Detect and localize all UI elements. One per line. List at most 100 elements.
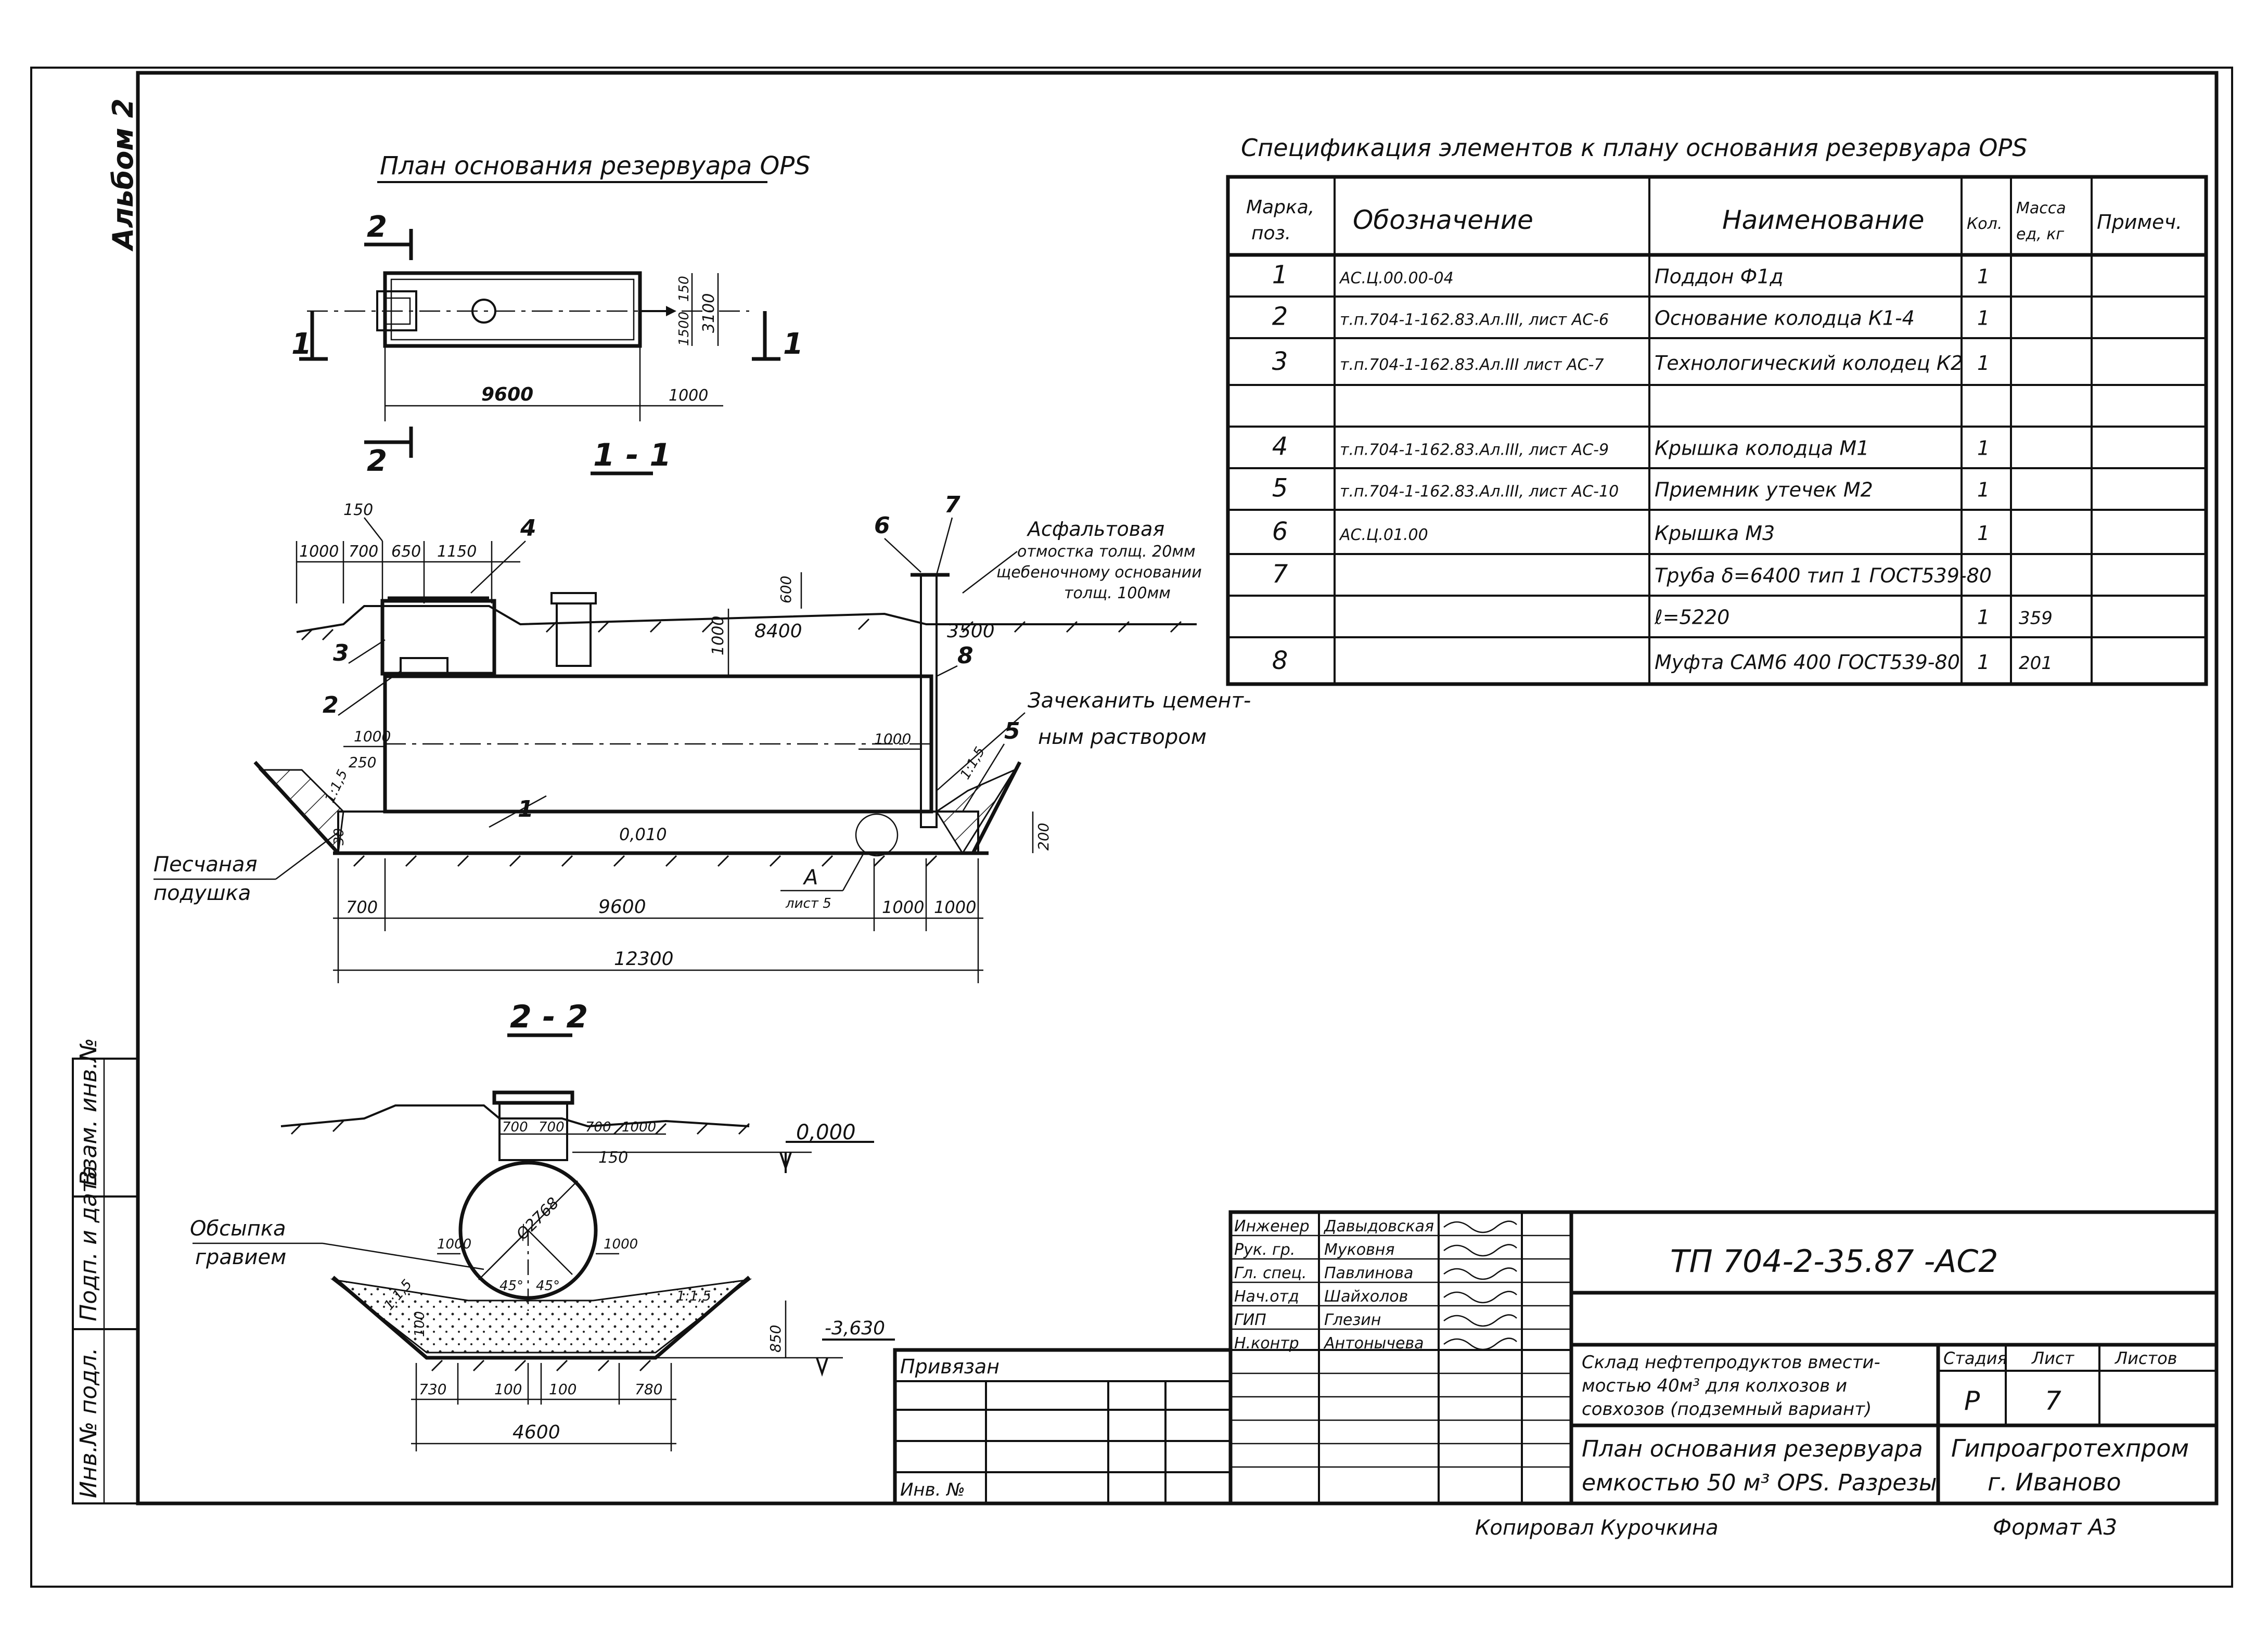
- privyazan-inv: Инв. №: [900, 1479, 965, 1500]
- s22-topdim-1: 700: [539, 1120, 565, 1135]
- s11-asphalt-3: толщ. 100мм: [1064, 584, 1171, 602]
- s11-botdim-1: 9600: [598, 896, 646, 918]
- s22-total: 4600: [512, 1422, 560, 1443]
- signature-role: Рук. гр.: [1234, 1241, 1295, 1259]
- signature-name: Шайхолов: [1324, 1288, 1408, 1306]
- sheet-value: 7: [2045, 1386, 2061, 1416]
- s11-total: 12300: [614, 948, 674, 970]
- signature-role: Нач.отд: [1234, 1288, 1299, 1306]
- s11-mark-200: 200: [1035, 823, 1052, 851]
- spec-cell-mark: 5: [1272, 473, 1288, 503]
- album-label: Альбом 2: [107, 98, 139, 252]
- spec-cell-designation: т.п.704-1-162.83.Ал.III лист АС-7: [1340, 356, 1604, 374]
- signature-name: Павлинова: [1324, 1264, 1413, 1282]
- spec-cell-mark: 8: [1272, 646, 1288, 675]
- s22-gravel-0: Обсыпка: [190, 1217, 286, 1241]
- spec-cell-designation: АС.Ц.01.00: [1339, 526, 1428, 544]
- spec-cell-qty: 1: [1977, 306, 1990, 329]
- signature-name: Антонычева: [1323, 1334, 1424, 1353]
- s22-d850: 850: [767, 1325, 784, 1353]
- spec-cell-designation: т.п.704-1-162.83.Ал.III, лист АС-9: [1340, 441, 1609, 459]
- project-name-2: совхозов (подземный вариант): [1582, 1399, 1872, 1420]
- stamp-podp: Подп. и дата: [75, 1165, 102, 1321]
- inner-frame: [136, 71, 2219, 1506]
- s11-callout-2: 2: [323, 692, 339, 718]
- s22-botdim-1: 100: [494, 1381, 522, 1398]
- plan-cut2-bottom: 2: [367, 444, 387, 478]
- s11-sand-1: подушка: [153, 881, 251, 905]
- s11-botdim-2: 1000: [882, 897, 924, 917]
- s22-d100: 100: [412, 1311, 428, 1337]
- copied-by: Копировал Курочкина: [1475, 1516, 1719, 1540]
- plan-view: План основания резервуара OPS 2 2 1 1 96…: [291, 151, 811, 478]
- s22-slope-1: 1:1,5: [676, 1289, 711, 1304]
- s11-callout-3: 3: [333, 640, 349, 666]
- s11-botdim-3: 1000: [934, 897, 976, 917]
- plan-cut2-top: 2: [367, 210, 387, 244]
- spec-cell-mark: 4: [1272, 432, 1288, 461]
- signature-name: Глезин: [1324, 1311, 1381, 1329]
- section-2-2: 2 - 2 Ø2768 45° 45° 700 700 7: [190, 999, 895, 1451]
- spec-head-qty: Кол.: [1967, 215, 2002, 233]
- s11-callout-7: 7: [944, 492, 960, 518]
- spec-cell-name: Технологический колодец К2: [1655, 352, 1963, 375]
- s11-node-letter: А: [802, 866, 818, 890]
- s11-topdim-1: 700: [349, 543, 378, 561]
- s11-slope-left: 1:1,5: [322, 767, 351, 805]
- s11-topdim-0: 1000: [299, 543, 339, 561]
- s11-topdim-3: 1150: [437, 543, 477, 561]
- spec-cell-designation: т.п.704-1-162.83.Ал.III, лист АС-6: [1340, 311, 1609, 329]
- s22-botdim-2: 100: [549, 1381, 576, 1398]
- s11-asphalt-1: отмостка толщ. 20мм: [1017, 543, 1196, 561]
- outer-frame: [30, 67, 2233, 1588]
- sheet-title-0: План основания резервуара: [1582, 1436, 1923, 1462]
- spec-cell-name: Поддон Ф1д: [1655, 265, 1784, 288]
- signature-scribble: [1443, 1291, 1517, 1304]
- signature-role: Гл. спец.: [1234, 1264, 1306, 1282]
- s11-mark-level: 0,010: [619, 825, 667, 844]
- spec-cell-qty: 1: [1977, 606, 1990, 628]
- plan-dim-length: 9600: [481, 384, 533, 405]
- s11-callout-5: 5: [1004, 718, 1020, 744]
- spec-cell-name: ℓ=5220: [1654, 606, 1729, 628]
- privyazan-title: Привязан: [900, 1355, 1000, 1378]
- signature-scribble: [1443, 1267, 1517, 1280]
- plan-dim-1500: 1500: [676, 312, 692, 346]
- spec-cell-name: Крышка колодца М1: [1655, 436, 1869, 459]
- s22-diameter: Ø2768: [512, 1194, 562, 1244]
- plan-dim-1000: 1000: [669, 387, 708, 405]
- s22-topdim-3: 1000: [622, 1120, 656, 1135]
- signature-scribble: [1443, 1314, 1517, 1327]
- project-name-0: Склад нефтепродуктов вмести-: [1582, 1352, 1880, 1373]
- s22-topdim-2: 700: [585, 1120, 611, 1135]
- spec-cell-mark: 7: [1272, 559, 1288, 588]
- section-1-1: 1 - 1 1000 700 650 1150 150: [153, 437, 1251, 983]
- s11-topdim-2: 650: [391, 543, 421, 561]
- s11-top-150: 150: [343, 501, 373, 519]
- sheet-title-1: емкостью 50 м³ OPS. Разрезы: [1582, 1470, 1937, 1496]
- signature-scribble: [1443, 1220, 1517, 1233]
- spec-cell-mark: 1: [1272, 260, 1288, 289]
- spec-head-mass-1: Масса: [2016, 199, 2066, 217]
- plan-cut1-right: 1: [783, 327, 803, 361]
- s11-mark-1000v: 1000: [709, 616, 727, 655]
- spec-cell-qty: 1: [1977, 522, 1990, 545]
- s11-node-sheet: лист 5: [785, 896, 831, 911]
- doc-code: ТП 704-2-35.87 -АС2: [1670, 1243, 1998, 1280]
- spec-head-designation: Обозначение: [1353, 205, 1533, 235]
- stamp-vzam: Взам. инв.№: [75, 1038, 102, 1186]
- s22-level-bottom: -3,630: [825, 1318, 885, 1339]
- side-stamp: Взам. инв.№ Подп. и дата Инв.№ подл.: [72, 1038, 139, 1504]
- s11-callout-8: 8: [957, 642, 973, 669]
- spec-cell-qty: 1: [1977, 352, 1990, 375]
- spec-cell-name: Труба δ=6400 тип 1 ГОСТ539-80: [1655, 564, 1992, 587]
- spec-cell-name: Крышка М3: [1655, 522, 1775, 545]
- s22-gravel-1: гравием: [195, 1245, 286, 1269]
- s11-mark-1000a: 1000: [354, 728, 391, 745]
- spec-cell-designation: т.п.704-1-162.83.Ал.III, лист АС-10: [1340, 482, 1619, 500]
- plan-cut1-left: 1: [291, 327, 312, 361]
- s11-mark-1000b: 1000: [874, 730, 911, 748]
- spec-cell-name: Муфта САМ6 400 ГОСТ539-80: [1655, 651, 1960, 674]
- s11-mark-250: 250: [349, 754, 376, 771]
